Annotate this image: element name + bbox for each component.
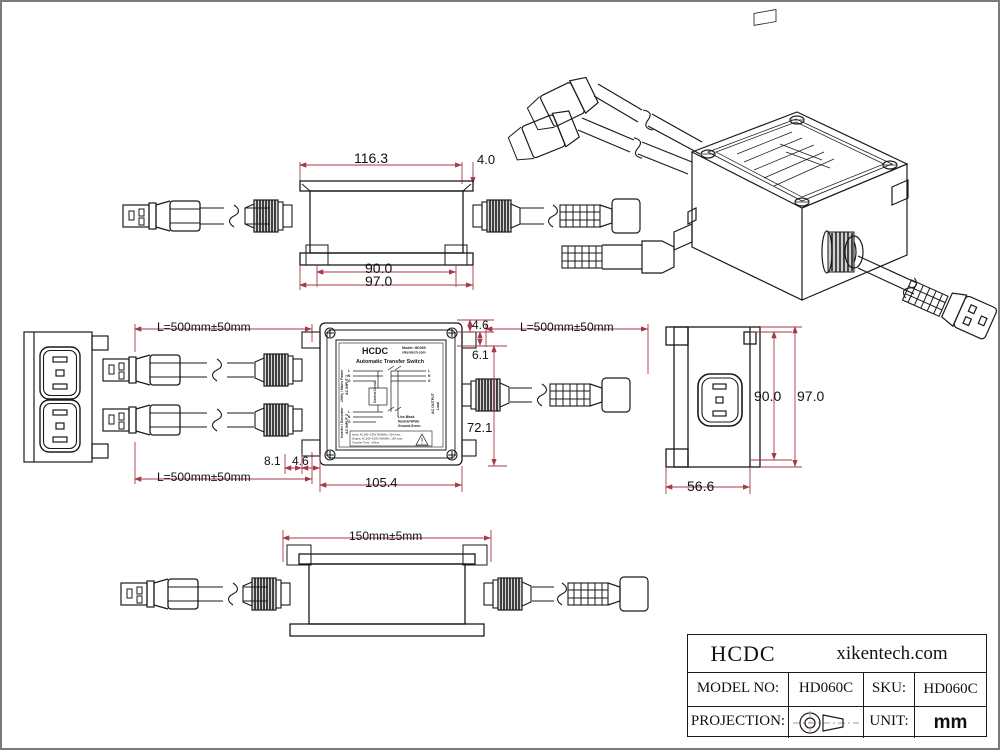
label-g-in2: G <box>348 420 351 424</box>
title-block-brand: HCDC <box>710 640 776 666</box>
warning-triangle-icon <box>415 433 429 446</box>
label-n-in1: N <box>348 374 351 378</box>
title-block-sku-label: SKU: <box>864 673 915 706</box>
label-model: Model: HD060 <box>402 346 426 350</box>
title-block-unit-label: UNIT: <box>864 707 915 738</box>
dim-front-bottom-offset-b: 4.6 <box>292 454 309 468</box>
isometric-view-geometry <box>507 9 998 340</box>
label-input1-source: Utility / Mains Power <box>340 369 344 402</box>
dim-front-output-cable: L=500mm±50mm <box>520 320 614 334</box>
dim-front-body-length: 105.4 <box>365 475 398 490</box>
spec-transfer: Transfer Time: <20ms <box>352 441 380 445</box>
dim-front-body-height: 72.1 <box>467 420 493 435</box>
product-label: HCDC Model: HD060 xikentech.com Automati… <box>336 340 446 450</box>
dim-front-gland-offset-top: 4.6 <box>472 318 489 332</box>
label-l-in2: L <box>348 410 350 414</box>
label-output-port: AC OUTPUT <box>431 392 435 414</box>
first-angle-projection-icon <box>789 707 864 738</box>
legend-live: Live-Black <box>398 415 415 419</box>
label-l-out: L <box>428 369 430 373</box>
dim-side-mount-hole-spacing: 90.0 <box>754 388 782 404</box>
dim-front-gland-step: 6.1 <box>472 348 489 362</box>
dim-top-overall-width: 116.3 <box>354 150 388 166</box>
side-view-geometry <box>665 326 802 494</box>
title-block: HCDC xikentech.com MODEL NO: HD060C SKU:… <box>687 634 987 738</box>
legend-neutral: Neutral-White <box>398 420 420 424</box>
label-output-load: Load <box>436 402 440 410</box>
label-g-out: G <box>428 379 431 383</box>
title-block-projection-label: PROJECTION: <box>688 707 789 738</box>
bottom-view-geometry <box>120 530 649 637</box>
legend-ground: Ground-Green <box>398 424 421 428</box>
spec-output: Output: AC100~130V 50/60Hz, 15A max. <box>352 437 403 441</box>
top-view-geometry <box>122 162 641 290</box>
spec-input: Input: AC100~130V 50/60Hz, 15A max. <box>352 433 401 437</box>
dim-front-input-cable-2: L=500mm±50mm <box>157 470 251 484</box>
label-brand: HCDC <box>362 346 388 356</box>
label-control-block: Control Circuit <box>373 380 377 403</box>
dim-top-flange-thickness: 4.0 <box>477 152 496 167</box>
title-block-model-label: MODEL NO: <box>688 673 789 706</box>
dim-top-mount-hole-spacing: 90.0 <box>365 260 393 276</box>
label-l-in1: L <box>348 369 350 373</box>
label-input1-port: AC INPUT 1 <box>345 375 349 395</box>
dim-front-bottom-offset-a: 8.1 <box>264 454 281 468</box>
label-n-in2: N <box>348 415 351 419</box>
title-block-model-value: HD060C <box>789 673 864 706</box>
dim-top-body-width: 97.0 <box>365 273 393 289</box>
dim-bottom-overall-length: 150mm±5mm <box>349 529 423 543</box>
left-inlet-view-geometry <box>23 331 109 463</box>
label-n-out: N <box>428 374 431 378</box>
label-g-in1: G <box>348 379 351 383</box>
title-block-sku-value: HD060C <box>923 681 978 697</box>
label-input2-source: Inverter / Generator <box>340 407 344 438</box>
label-subtitle: Automatic Transfer Switch <box>356 359 424 365</box>
label-website: xikentech.com <box>402 351 426 355</box>
label-input2-port: AC INPUT 2 <box>345 414 349 434</box>
dim-side-body-height: 97.0 <box>797 388 825 404</box>
title-block-website: xikentech.com <box>836 642 948 664</box>
title-block-unit-value: mm <box>933 711 968 733</box>
dim-front-input-cable-1: L=500mm±50mm <box>157 320 251 334</box>
dim-side-body-depth: 56.6 <box>687 478 715 494</box>
